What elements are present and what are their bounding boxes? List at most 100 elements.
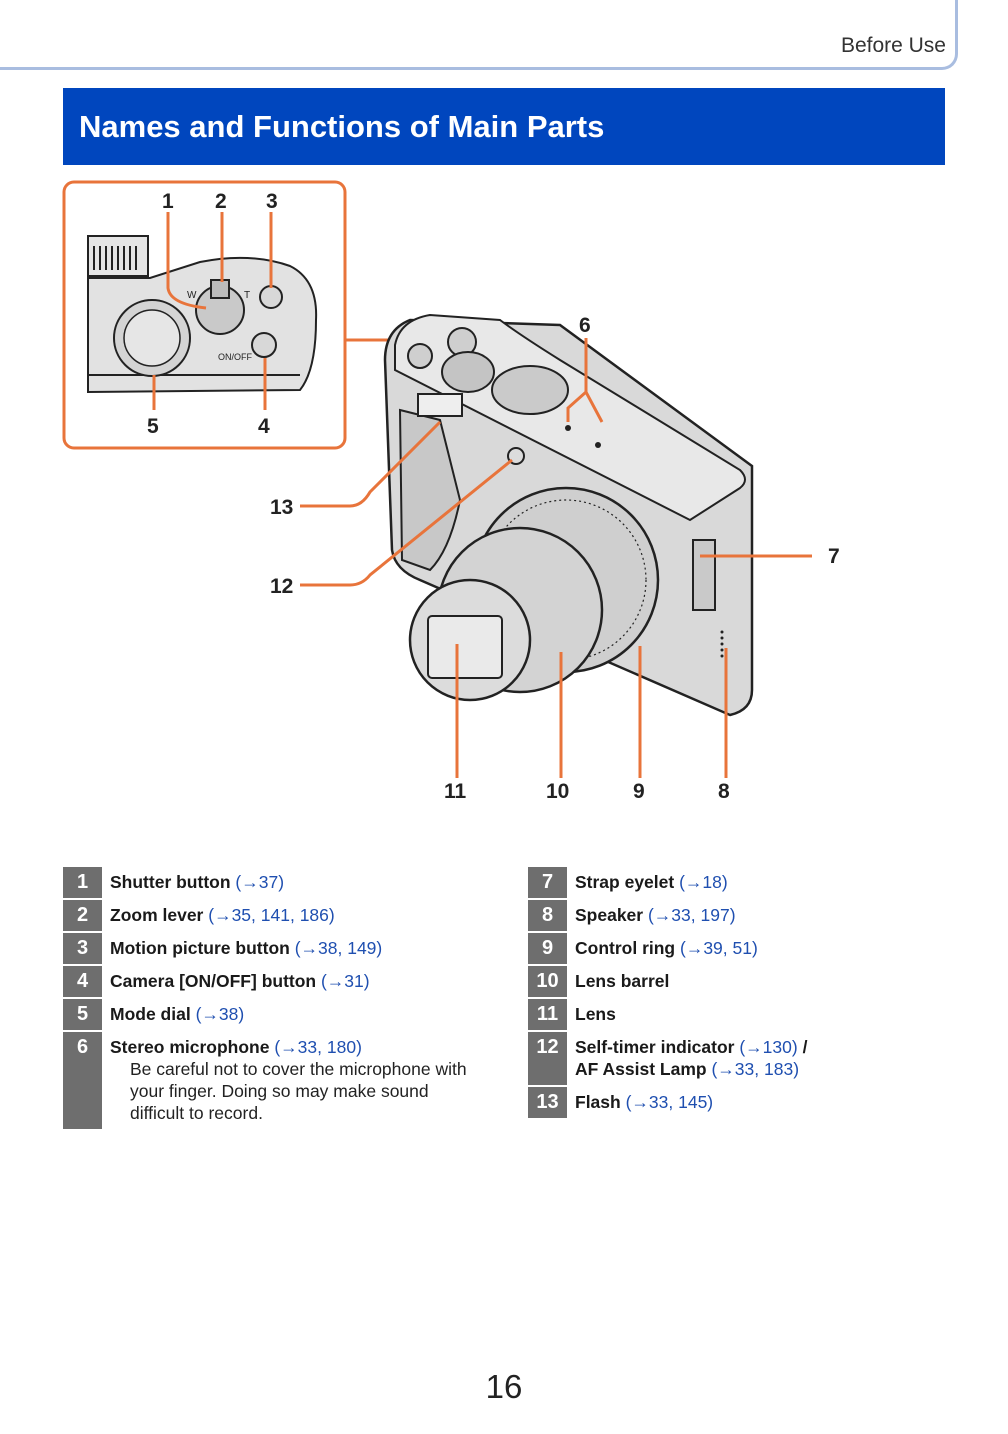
part-row: 1 Shutter button (→37) [63,867,483,898]
part-row: 5 Mode dial (→38) [63,999,483,1030]
part-row: 12 Self-timer indicator (→130) / AF Assi… [528,1032,948,1085]
inset-leaders [152,212,401,410]
part-description: Flash (→33, 145) [567,1087,713,1118]
part-description: Self-timer indicator (→130) / AF Assist … [567,1032,807,1085]
part-name: Stereo microphone [110,1037,270,1057]
part-row: 2 Zoom lever (→35, 141, 186) [63,900,483,931]
part-description: Lens [567,999,616,1030]
part-name: Self-timer indicator [575,1037,735,1057]
page-reference-link[interactable]: (→38) [195,1004,245,1024]
callout-8: 8 [718,780,730,803]
callout-4: 4 [258,415,270,438]
part-row: 7 Strap eyelet (→18) [528,867,948,898]
part-name: Strap eyelet [575,872,675,892]
parts-list-right: 7 Strap eyelet (→18) 8 Speaker (→33, 197… [528,867,948,1120]
section-label: Before Use [840,34,946,57]
strap-eyelet-shape [692,539,716,611]
part-number: 7 [528,867,567,898]
part-row: 13 Flash (→33, 145) [528,1087,948,1118]
part-name: Lens barrel [575,971,670,991]
part-description: Zoom lever (→35, 141, 186) [102,900,335,931]
part-name: Control ring [575,938,676,958]
lens-shape [427,615,503,679]
callout-10: 10 [546,780,569,803]
part-name: Shutter button [110,872,231,892]
part-name: Flash [575,1092,621,1112]
part-name: Camera [ON/OFF] button [110,971,317,991]
page-reference-link[interactable]: (→37) [235,872,285,892]
part-number: 12 [528,1032,567,1085]
part-row: 10 Lens barrel [528,966,948,997]
grip-shape [398,408,462,572]
page-number: 16 [485,1368,523,1405]
part-description: Strap eyelet (→18) [567,867,728,898]
on-off-label: ON/OFF [218,352,252,362]
zoom-t-label: T [244,290,250,301]
page-reference-link[interactable]: (→33, 145) [625,1092,714,1112]
callout-2: 2 [215,190,227,213]
part-number: 9 [528,933,567,964]
part-row: 3 Motion picture button (→38, 149) [63,933,483,964]
part-description: Control ring (→39, 51) [567,933,758,964]
page-reference-link[interactable]: (→39, 51) [680,938,758,958]
on-off-button-shape [251,332,277,358]
callout-11: 11 [444,780,467,803]
part-number: 13 [528,1087,567,1118]
part-number: 6 [63,1032,102,1129]
camera-figure: W T ON/OFF [0,170,1008,820]
page-reference-link[interactable]: (→33, 180) [274,1037,362,1057]
callout-3: 3 [266,190,278,213]
callout-5: 5 [147,415,159,438]
part-name: Motion picture button [110,938,290,958]
top-view-camera: W T ON/OFF [87,235,318,394]
part-name-secondary: AF Assist Lamp [575,1059,707,1079]
part-number: 4 [63,966,102,997]
separator-slash: / [797,1037,808,1057]
flash-window-shape [417,393,463,417]
part-number: 1 [63,867,102,898]
page-reference-link[interactable]: (→35, 141, 186) [208,905,335,925]
callout-13: 13 [270,496,293,519]
part-description: Mode dial (→38) [102,999,244,1030]
part-row: 4 Camera [ON/OFF] button (→31) [63,966,483,997]
part-name: Speaker [575,905,644,925]
part-number: 10 [528,966,567,997]
part-number: 2 [63,900,102,931]
page-reference-link[interactable]: (→38, 149) [294,938,383,958]
main-leaders [300,338,812,778]
page-reference-link[interactable]: (→33, 183) [711,1059,800,1079]
part-description: Speaker (→33, 197) [567,900,736,931]
part-number: 5 [63,999,102,1030]
part-description: Motion picture button (→38, 149) [102,933,382,964]
part-row: 11 Lens [528,999,948,1030]
part-note: Be careful not to cover the microphone w… [130,1059,467,1123]
callout-1: 1 [162,190,174,213]
page-title: Names and Functions of Main Parts [63,88,945,165]
part-description: Lens barrel [567,966,669,997]
callout-6: 6 [579,314,591,337]
callout-7: 7 [828,545,840,568]
part-row: 6 Stereo microphone (→33, 180) Be carefu… [63,1032,483,1129]
zoom-lever-shape [210,279,230,299]
section-tab [0,0,958,70]
parts-list-left: 1 Shutter button (→37) 2 Zoom lever (→35… [63,867,483,1131]
part-number: 8 [528,900,567,931]
page-reference-link[interactable]: (→18) [679,872,728,892]
part-row: 8 Speaker (→33, 197) [528,900,948,931]
camera-illustration: W T ON/OFF [62,180,840,803]
part-description: Stereo microphone (→33, 180) Be careful … [102,1032,483,1129]
part-name: Lens [575,1004,616,1024]
page-reference-link[interactable]: (→130) [739,1037,798,1057]
motion-picture-button-shape [259,285,283,309]
main-camera [383,313,754,717]
part-number: 3 [63,933,102,964]
callout-9: 9 [633,780,645,803]
part-description: Shutter button (→37) [102,867,284,898]
callout-12: 12 [270,575,293,598]
part-description: Camera [ON/OFF] button (→31) [102,966,370,997]
page-reference-link[interactable]: (→33, 197) [647,905,736,925]
part-row: 9 Control ring (→39, 51) [528,933,948,964]
part-name: Mode dial [110,1004,191,1024]
part-name: Zoom lever [110,905,204,925]
page-reference-link[interactable]: (→31) [320,971,370,991]
